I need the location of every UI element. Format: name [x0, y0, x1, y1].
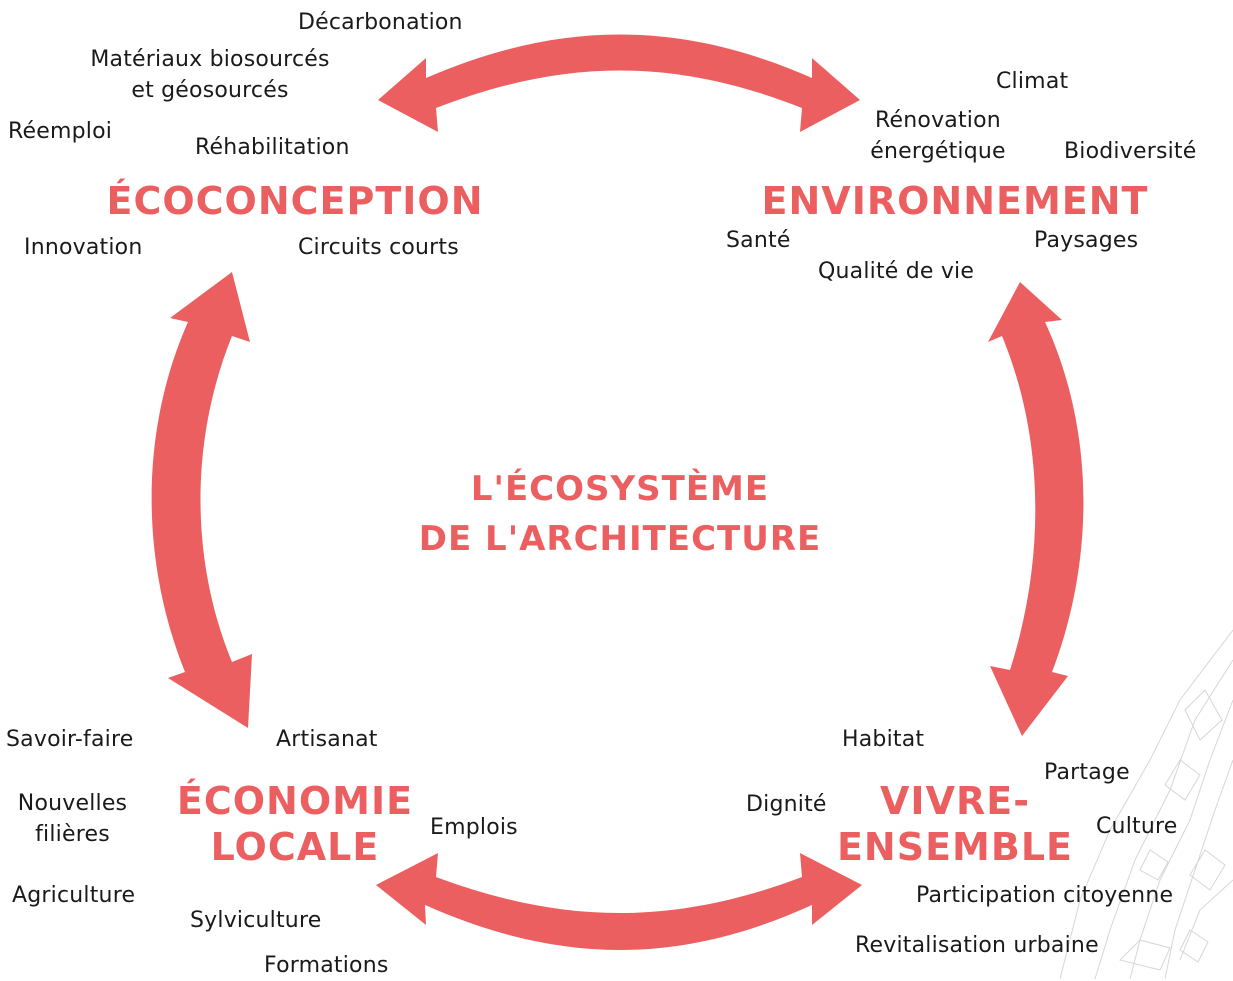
term-paysages: Paysages [1034, 228, 1139, 253]
arrow-left [151, 272, 252, 728]
term-nouvelles-filieres: Nouvelles filières [0, 788, 145, 850]
diagram-title: L'ÉCOSYSTÈME DE L'ARCHITECTURE [380, 464, 860, 564]
pillar-environnement: ENVIRONNEMENT [761, 179, 1149, 223]
term-renovation-energetique: Rénovation énergétique [838, 105, 1038, 167]
term-emplois: Emplois [430, 815, 518, 840]
term-habitat: Habitat [842, 727, 925, 752]
term-materiaux-biosources: Matériaux biosourcés et géosourcés [60, 44, 360, 106]
title-line-1: L'ÉCOSYSTÈME [470, 469, 770, 509]
term-nouvelles-line-2: filières [35, 822, 110, 847]
term-climat: Climat [996, 69, 1069, 94]
term-reemploi: Réemploi [8, 119, 113, 144]
term-formations: Formations [264, 953, 389, 978]
term-revitalisation-urbaine: Revitalisation urbaine [855, 933, 1099, 958]
arrow-right [988, 282, 1084, 736]
term-sante: Santé [726, 228, 791, 253]
term-agriculture: Agriculture [12, 883, 136, 908]
pillar-vivre-line-2: ENSEMBLE [836, 825, 1074, 869]
term-culture: Culture [1096, 814, 1178, 839]
arrow-bottom [376, 853, 862, 950]
term-rehabilitation: Réhabilitation [195, 135, 350, 160]
pillar-economie-line-2: LOCALE [210, 825, 380, 869]
term-materiaux-line-2: et géosourcés [131, 78, 289, 103]
term-dignite: Dignité [746, 792, 827, 817]
term-materiaux-line-1: Matériaux biosourcés [90, 47, 330, 72]
term-innovation: Innovation [24, 235, 143, 260]
term-participation-citoyenne: Participation citoyenne [916, 883, 1174, 908]
term-qualite-de-vie: Qualité de vie [818, 259, 975, 284]
term-partage: Partage [1044, 760, 1130, 785]
term-renovation-line-1: Rénovation [875, 108, 1001, 133]
pillar-vivre-line-1: VIVRE- [880, 779, 1030, 823]
title-line-2: DE L'ARCHITECTURE [418, 519, 822, 559]
arrow-top [378, 34, 860, 132]
pillar-vivre-ensemble: VIVRE- ENSEMBLE [820, 778, 1090, 870]
pillar-economie-locale: ÉCONOMIE LOCALE [155, 778, 435, 870]
term-savoir-faire: Savoir-faire [6, 727, 134, 752]
term-renovation-line-2: énergétique [870, 139, 1006, 164]
pillar-economie-line-1: ÉCONOMIE [176, 779, 414, 823]
term-circuits-courts: Circuits courts [298, 235, 459, 260]
term-artisanat: Artisanat [276, 727, 378, 752]
term-nouvelles-line-1: Nouvelles [17, 791, 128, 816]
pillar-ecoconception: ÉCOCONCEPTION [106, 179, 484, 223]
map-watermark [1059, 629, 1233, 979]
term-sylviculture: Sylviculture [190, 908, 322, 933]
term-decarbonation: Décarbonation [298, 10, 463, 35]
term-biodiversite: Biodiversité [1064, 139, 1197, 164]
